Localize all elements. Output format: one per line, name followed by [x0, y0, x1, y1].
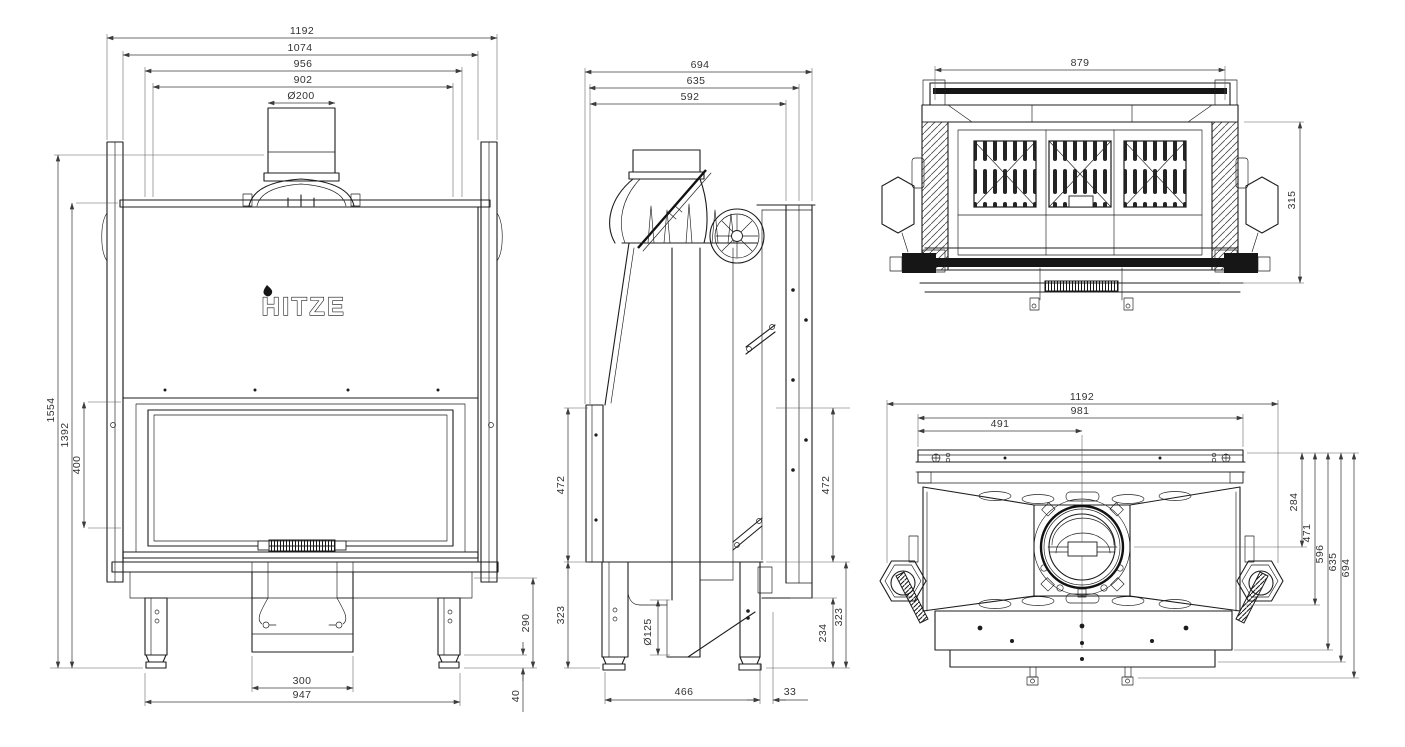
dim-side-depth-body: 592 [681, 91, 700, 103]
door-lift-bracket [732, 324, 776, 551]
grate-panels [973, 140, 1187, 208]
pulley-wheel [709, 208, 765, 264]
dim-side-intake-diameter: Ø125 [642, 618, 654, 645]
dim-front-drawer-width: 300 [293, 675, 312, 687]
dim-side-rear-ledge: 234 [817, 624, 829, 643]
dim-front-flue-diameter: Ø200 [287, 90, 314, 102]
adjustable-foot [438, 654, 460, 663]
corner-bolts [931, 452, 1231, 463]
side-flue-collar [609, 149, 712, 252]
dim-top-depth: 315 [1286, 191, 1298, 210]
brand-logo-text: HITZE [262, 293, 347, 321]
dim-bottom-r1: 284 [1288, 493, 1300, 512]
brand-logo: HITZE [261, 285, 347, 322]
hex-knob-left [881, 176, 936, 273]
dim-side-rear-offset: 33 [784, 686, 796, 698]
dim-front-glass-height: 400 [71, 456, 83, 475]
side-front-panel [585, 404, 604, 563]
glass-pane [147, 409, 454, 547]
dim-bottom-flue-offset: 491 [991, 418, 1010, 430]
dim-side-rear-base: 323 [833, 608, 845, 627]
dim-side-depth-total: 694 [691, 59, 710, 71]
dim-front-base-width: 947 [293, 689, 312, 701]
dim-side-base-depth: 466 [675, 686, 694, 698]
dim-bottom-r2: 471 [1301, 524, 1313, 543]
flame-icon [263, 285, 273, 297]
vent-holes-bottom [978, 593, 1192, 609]
top-dimensions: 879 315 [934, 57, 1304, 284]
dim-front-width-frame: 956 [294, 58, 313, 70]
top-handle [1044, 280, 1119, 292]
insulation-wall-right [1211, 121, 1239, 271]
top-body [881, 79, 1279, 311]
dim-side-rear-panel: 472 [820, 476, 832, 495]
dim-side-depth-outer: 635 [687, 75, 706, 87]
bottom-dimensions: 1192 981 491 284 471 596 635 694 [886, 391, 1359, 679]
side-view: 694 635 592 472 323 472 234 323 [555, 59, 850, 704]
front-door [122, 397, 479, 563]
heat-fins [647, 203, 735, 244]
dim-bottom-width-total: 1192 [1070, 391, 1094, 403]
top-view: 879 315 [881, 57, 1304, 311]
dim-bottom-r5: 694 [1340, 559, 1352, 578]
dim-front-foot-height: 40 [510, 690, 522, 702]
damper-lever [637, 169, 707, 249]
dim-side-front-panel: 472 [555, 476, 567, 495]
hex-handle-left [879, 560, 929, 624]
dim-bottom-width-inner: 981 [1071, 405, 1090, 417]
dim-front-base-height: 290 [520, 614, 532, 633]
dim-front-width-outer: 1074 [288, 42, 313, 54]
dim-top-width: 879 [1071, 57, 1090, 69]
dim-bottom-r3: 596 [1314, 545, 1326, 564]
bottom-body [879, 435, 1284, 686]
door-handle [268, 539, 336, 552]
dim-front-height-total: 1554 [45, 398, 57, 423]
hex-knob-right [1224, 176, 1279, 273]
bottom-view: 1192 981 491 284 471 596 635 694 [879, 391, 1359, 686]
hose-left [258, 597, 269, 625]
side-body [585, 203, 816, 671]
flue-outlet [1033, 435, 1131, 648]
hose-right [336, 597, 347, 625]
adjustable-foot [145, 654, 167, 663]
dim-front-height-body: 1392 [59, 423, 71, 448]
front-flue-collar [242, 107, 361, 207]
dim-front-width-opening: 902 [294, 74, 313, 86]
front-dimensions: 1192 1074 956 902 Ø200 1554 1392 400 [45, 25, 537, 712]
side-dimensions: 694 635 592 472 323 472 234 323 [555, 59, 850, 704]
dim-front-width-total: 1192 [290, 25, 314, 37]
front-body [101, 141, 503, 583]
dim-bottom-r4: 635 [1327, 553, 1339, 572]
vent-holes-top [978, 491, 1192, 504]
ash-drawer [251, 571, 354, 653]
dim-side-front-base: 323 [555, 606, 567, 625]
front-view: HITZE [45, 25, 537, 712]
flange-bolt-tabs [1040, 502, 1125, 598]
front-base [111, 561, 499, 669]
hex-handle-right [1235, 560, 1284, 624]
